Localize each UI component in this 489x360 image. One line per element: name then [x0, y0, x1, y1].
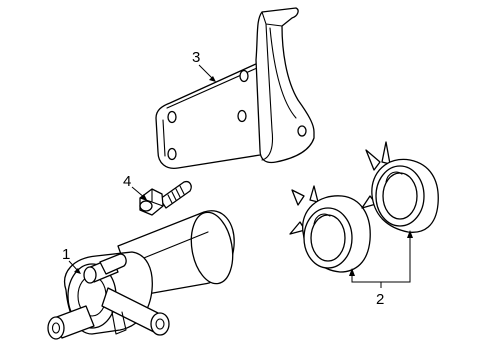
leader-lines: [68, 64, 413, 288]
auxiliary-pump: [47, 210, 235, 340]
callout-3-label: 3: [192, 49, 200, 66]
seal-ring-front: [289, 185, 371, 273]
callout-1-label: 1: [62, 246, 70, 263]
seal-ring-rear: [361, 141, 439, 233]
mounting-bracket: [155, 7, 315, 169]
callout-2-label: 2: [376, 291, 384, 308]
callout-4-label: 4: [123, 173, 131, 190]
bolt: [139, 180, 192, 216]
